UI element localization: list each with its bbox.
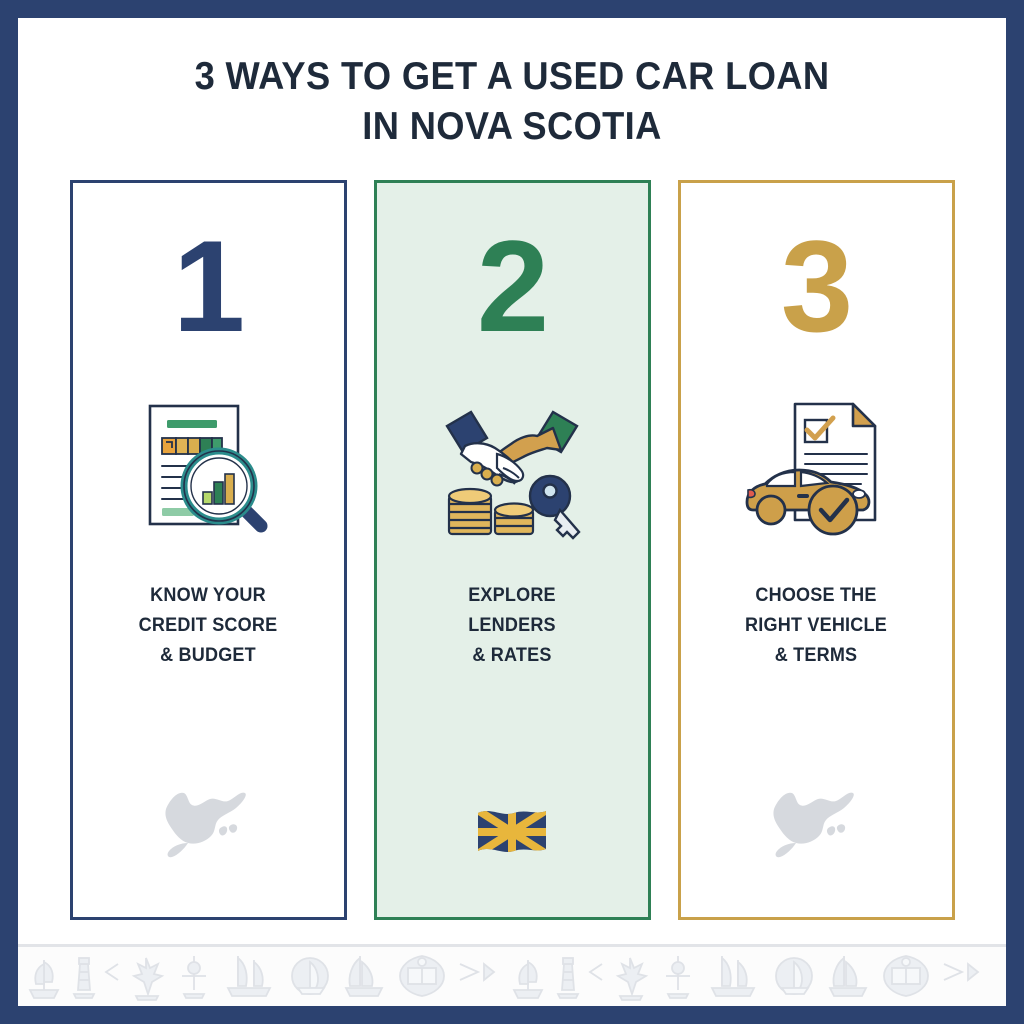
- page-title: 3 WAYS TO GET A USED CAR LOAN IN NOVA SC…: [18, 52, 1006, 152]
- nova-scotia-map-silhouette: [681, 765, 952, 865]
- caption-line: KNOW YOUR: [150, 585, 266, 606]
- caption-line: & RATES: [472, 645, 552, 666]
- caption-line: CREDIT SCORE: [138, 615, 278, 636]
- steps-container: 1: [18, 180, 1006, 925]
- handshake-coins-key-icon: [432, 397, 592, 547]
- caption-line: EXPLORE: [468, 585, 556, 606]
- step-caption-3: CHOOSE THE RIGHT VEHICLE & TERMS: [707, 581, 926, 671]
- caption-line: CHOOSE THE: [755, 585, 877, 606]
- step-number-3: 3: [780, 213, 853, 359]
- caption-line: RIGHT VEHICLE: [745, 615, 887, 636]
- maritime-pattern-strip: [18, 944, 1006, 1006]
- title-line-1: 3 WAYS TO GET A USED CAR LOAN: [194, 55, 830, 98]
- step-card-3[interactable]: 3: [677, 180, 955, 920]
- nova-scotia-flag: [377, 765, 648, 865]
- caption-line: & TERMS: [774, 645, 858, 666]
- maritime-pattern-row: [18, 947, 1006, 1006]
- step-number-2: 2: [476, 213, 549, 359]
- title-line-2: IN NOVA SCOTIA: [362, 105, 662, 148]
- step-caption-1: KNOW YOUR CREDIT SCORE & BUDGET: [99, 581, 318, 671]
- caption-line: & BUDGET: [160, 645, 256, 666]
- car-checklist-document-icon: [736, 397, 896, 547]
- step-number-1: 1: [172, 213, 245, 359]
- caption-line: LENDERS: [468, 615, 556, 636]
- nova-scotia-map-silhouette: [73, 765, 344, 865]
- step-card-2[interactable]: 2: [373, 180, 651, 920]
- credit-report-magnifier-icon: [128, 397, 288, 547]
- step-caption-2: EXPLORE LENDERS & RATES: [403, 581, 622, 671]
- poster-canvas: 3 WAYS TO GET A USED CAR LOAN IN NOVA SC…: [18, 18, 1006, 1006]
- step-card-1[interactable]: 1: [69, 180, 347, 920]
